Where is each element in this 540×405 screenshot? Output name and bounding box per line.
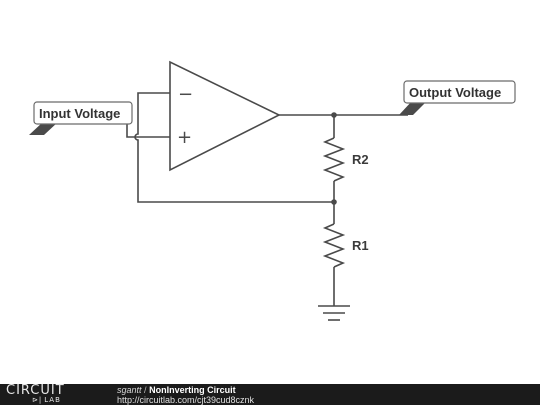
opamp-inverting-sign: − bbox=[178, 84, 193, 105]
feedback-wire bbox=[134, 92, 334, 203]
resistor-r2 bbox=[322, 137, 346, 182]
output-junction bbox=[331, 112, 337, 118]
circuit-url-link[interactable]: http://circuitlab.com/cjt39cud8cznk bbox=[117, 395, 255, 405]
input-voltage-label: Input Voltage bbox=[39, 106, 120, 121]
resistor-r1 bbox=[322, 223, 346, 268]
author-link[interactable]: sgantt bbox=[117, 385, 142, 395]
r2-label: R2 bbox=[352, 152, 369, 167]
circuit-title[interactable]: NonInverting Circuit bbox=[149, 385, 236, 395]
opamp-noninverting-sign: + bbox=[177, 127, 192, 148]
feedback-junction bbox=[331, 199, 337, 205]
r1-label: R1 bbox=[352, 238, 369, 253]
input-voltage-port[interactable]: Input Voltage bbox=[29, 101, 133, 135]
circuitlab-logo[interactable]: CIRCUIT ⊳|LAB bbox=[6, 384, 96, 404]
output-voltage-port[interactable]: Output Voltage bbox=[399, 80, 516, 115]
credit-separator: / bbox=[144, 385, 147, 395]
ground-symbol bbox=[318, 305, 350, 321]
brand-bottom: ⊳|LAB bbox=[32, 396, 61, 404]
footer-bar: CIRCUIT ⊳|LAB sgantt / NonInverting Circ… bbox=[0, 384, 540, 405]
brand-top-text: CIRCUIT bbox=[6, 384, 65, 398]
output-voltage-label: Output Voltage bbox=[409, 85, 501, 100]
diode-icon: ⊳| bbox=[32, 396, 43, 404]
opamp-symbol bbox=[169, 60, 281, 172]
circuit-schematic: − + R2 R1 Input Voltage Output Voltage bbox=[29, 60, 516, 321]
credit-title-line: sgantt / NonInverting Circuit bbox=[117, 385, 254, 395]
circuit-credits: sgantt / NonInverting Circuit http://cir… bbox=[117, 385, 254, 405]
brand-bottom-text: LAB bbox=[44, 396, 61, 404]
